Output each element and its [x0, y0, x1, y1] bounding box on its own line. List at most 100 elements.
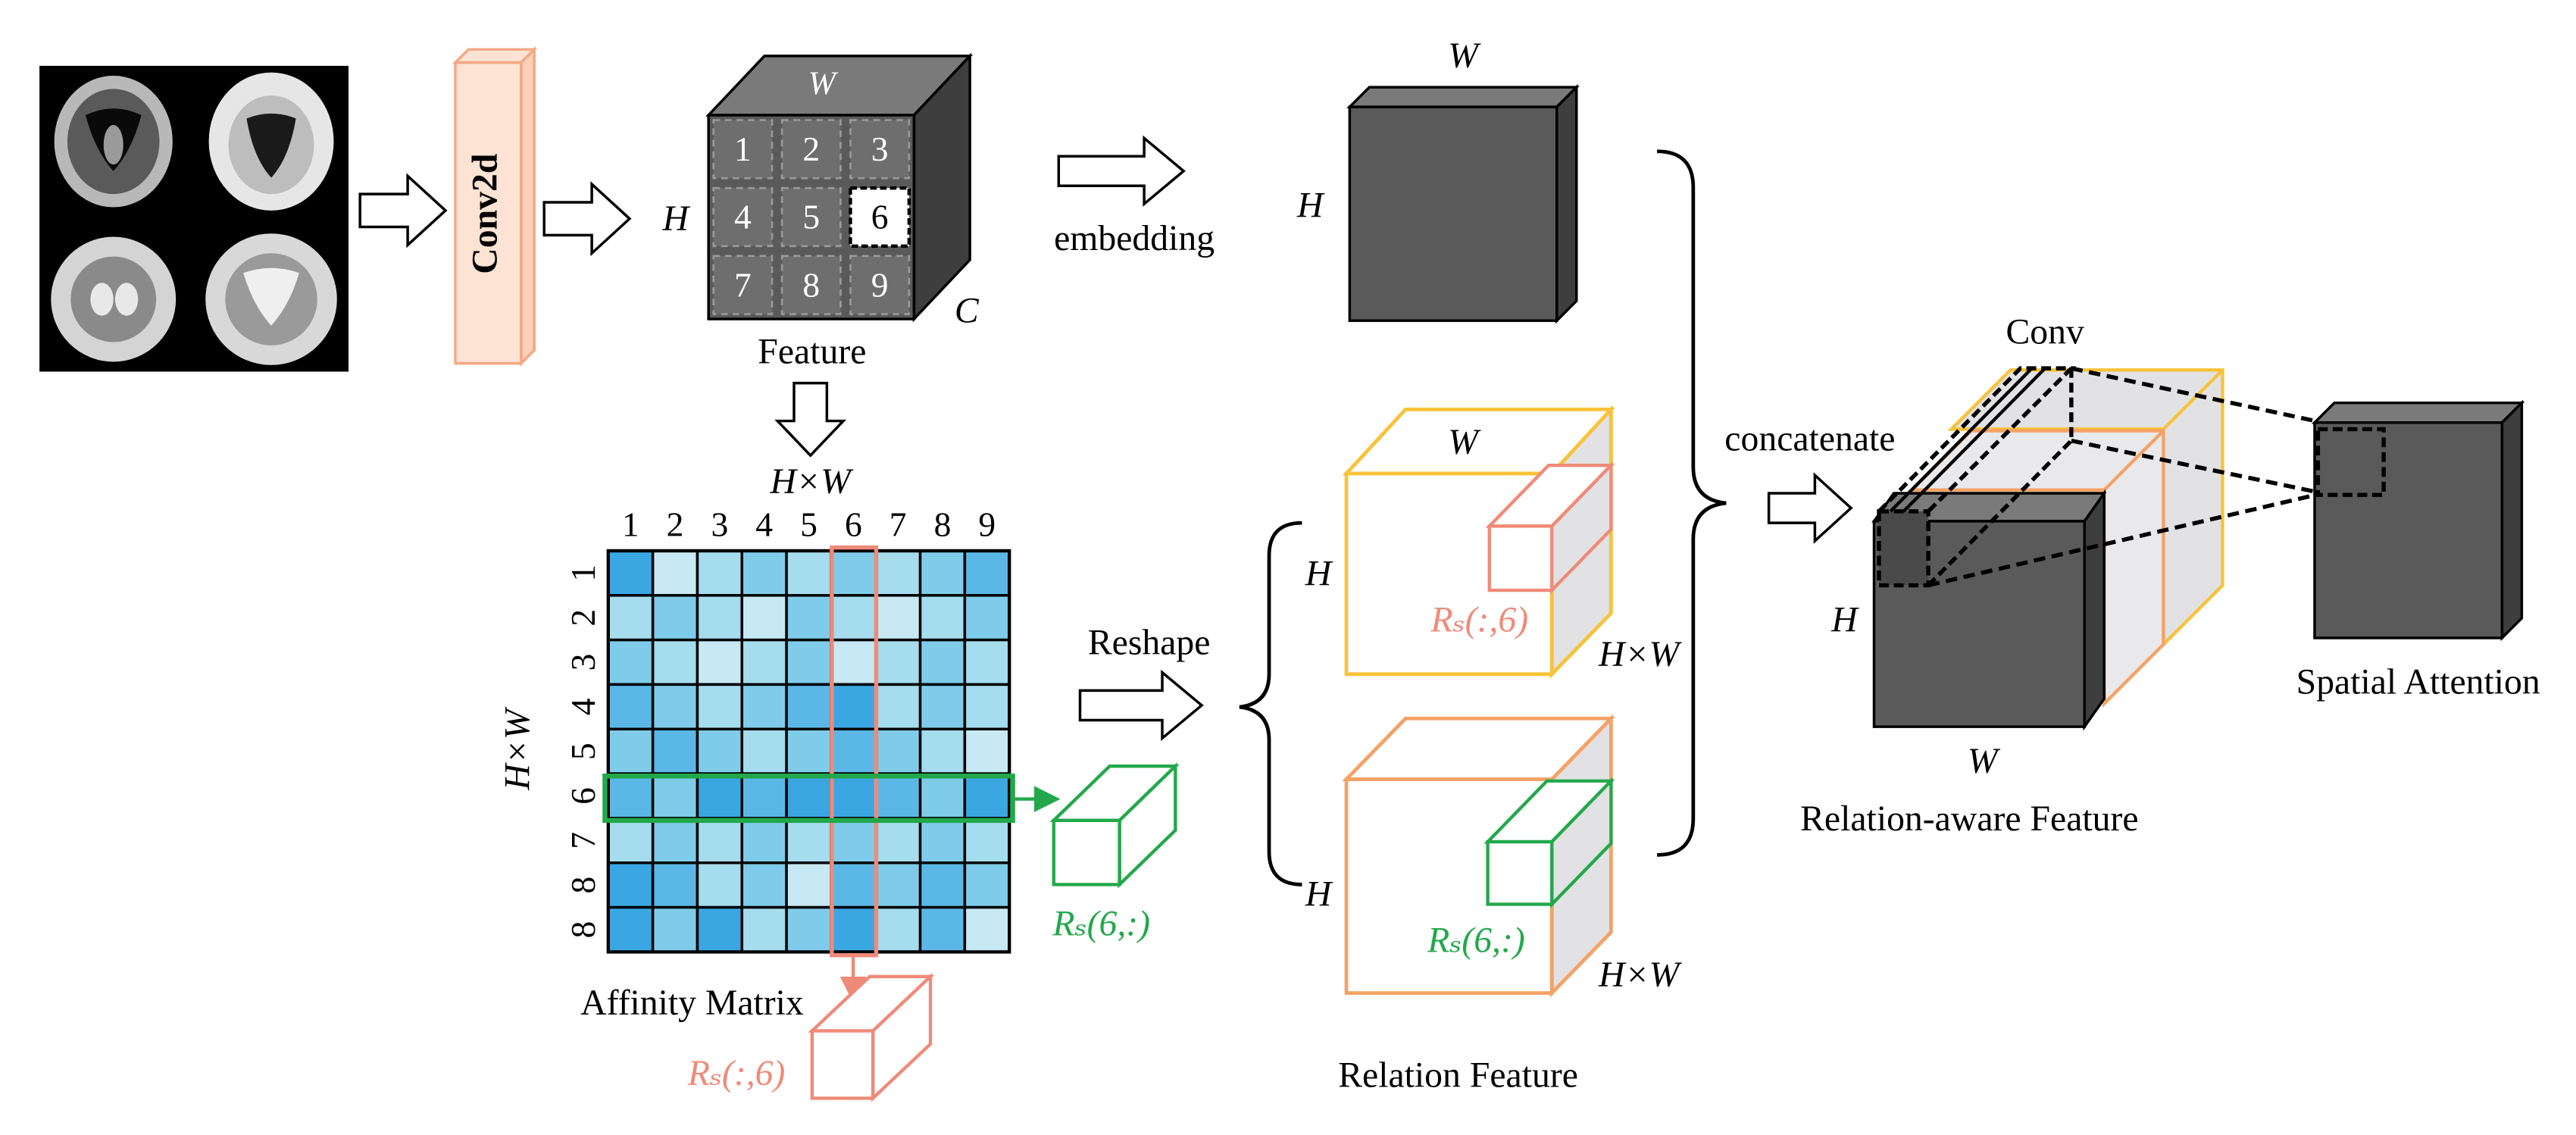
affinity-column-label: 4: [755, 505, 773, 543]
affinity-cell: [918, 772, 967, 820]
affinity-side-label: H×W: [498, 706, 538, 791]
relation-aware-caption: Relation-aware Feature: [1800, 799, 2138, 839]
affinity-cell: [607, 638, 655, 686]
affinity-row-label: 4: [564, 698, 602, 715]
affinity-column-label: 5: [800, 505, 818, 543]
affinity-cell: [696, 594, 744, 642]
feature-cell-label: 8: [802, 265, 820, 304]
affinity-cell: [785, 772, 833, 820]
affinity-column-label: 3: [711, 505, 728, 543]
affinity-cell: [918, 727, 967, 775]
affinity-cell: [740, 683, 788, 731]
affinity-caption: Affinity Matrix: [580, 983, 804, 1023]
affinity-cell: [740, 905, 788, 954]
relation-feature-top: W H H×W Rₛ(:,6): [1305, 405, 1683, 679]
affinity-cell: [963, 638, 1011, 686]
feature-depth-label: C: [955, 290, 980, 330]
affinity-cell: [874, 727, 922, 775]
mri-slice-2: [208, 72, 334, 211]
relation-feature-caption: Relation Feature: [1338, 1055, 1578, 1095]
attention-pixel: [2315, 427, 2386, 497]
feature-cell: [780, 186, 842, 248]
affinity-cell: [740, 861, 788, 909]
affinity-cell: [696, 727, 744, 775]
relation-top-depth-label: H×W: [1598, 634, 1683, 674]
affinity-cell: [607, 549, 655, 597]
affinity-cell: [874, 905, 922, 954]
feature-cell-label: 5: [802, 198, 820, 236]
column-slice-block: Rₛ(:,6): [687, 972, 935, 1102]
affinity-cell: [651, 727, 699, 775]
affinity-cell: [830, 905, 877, 954]
affinity-cell: [696, 772, 744, 820]
mri-slice-4: [205, 233, 337, 365]
affinity-cell: [651, 772, 699, 820]
feature-cell: [712, 186, 774, 248]
affinity-cell: [607, 861, 655, 909]
affinity-cell: [918, 683, 967, 731]
affinity-row-label: 5: [564, 743, 602, 760]
affinity-cell: [963, 549, 1011, 597]
affinity-cell: [918, 817, 967, 865]
affinity-cell: [874, 772, 922, 820]
affinity-cells: [607, 549, 1011, 954]
relation-bottom-depth-label: H×W: [1598, 955, 1683, 995]
affinity-column-label: 7: [889, 505, 907, 543]
relation-left-brace: [1239, 521, 1302, 886]
affinity-row-label: 6: [564, 787, 602, 805]
affinity-cell: [785, 683, 833, 731]
affinity-cell: [607, 817, 655, 865]
feature-cell-label: 9: [871, 265, 889, 304]
affinity-cell: [785, 638, 833, 686]
affinity-cell: [830, 549, 877, 597]
feature-cell-label: 2: [802, 130, 820, 168]
reshape-label: Reshape: [1088, 623, 1211, 663]
affinity-cell: [963, 594, 1011, 642]
affinity-cell: [963, 861, 1011, 909]
row-slice-block: Rₛ(6,:): [1049, 762, 1180, 944]
feature-cell-label: 1: [734, 130, 752, 168]
affinity-cell: [874, 817, 922, 865]
feature-cell: [712, 255, 774, 315]
arrow-feature-down: [774, 381, 847, 458]
relation-bottom-h-label: H: [1305, 874, 1333, 915]
affinity-cell: [918, 594, 967, 642]
brain-mri-images: [39, 65, 349, 372]
affinity-cell: [918, 638, 967, 686]
affinity-cell: [785, 817, 833, 865]
affinity-cell: [651, 683, 699, 731]
affinity-cell: [874, 549, 922, 597]
relation-top-slice-label: Rₛ(:,6): [1430, 599, 1528, 639]
spatial-attention: Spatial Attention: [2296, 399, 2540, 702]
affinity-cell: [651, 549, 699, 597]
relation-feature-bottom: H H×W Rₛ(6,:): [1305, 714, 1683, 998]
affinity-cell: [874, 683, 922, 731]
affinity-cell: [651, 905, 699, 954]
affinity-cell: [830, 772, 877, 820]
affinity-cell: [651, 861, 699, 909]
affinity-column-label: 2: [667, 505, 684, 543]
affinity-cell: [607, 594, 655, 642]
feature-cell-label: 6: [871, 198, 889, 236]
embedded-cube: W H: [1296, 36, 1580, 324]
relation-top-h-label: H: [1305, 554, 1333, 594]
conv2d-label: Conv2d: [464, 154, 505, 274]
affinity-row-label: 2: [564, 609, 602, 627]
projection-line-bottom: [2071, 438, 2324, 496]
arrow-concatenate: concatenate: [1724, 419, 1895, 544]
embedded-top-label: W: [1448, 36, 1481, 76]
affinity-cell: [740, 594, 788, 642]
arrow-embedding: embedding: [1054, 135, 1215, 258]
affinity-column-label: 8: [934, 505, 952, 543]
feature-left-label: H: [662, 199, 691, 239]
affinity-cell: [830, 817, 877, 865]
feature-caption: Feature: [758, 332, 866, 372]
mri-slice-3: [51, 236, 177, 362]
affinity-cell: [696, 861, 744, 909]
affinity-cell: [785, 905, 833, 954]
embedded-left-label: H: [1296, 186, 1325, 226]
arrow-reshape: Reshape: [1078, 623, 1211, 742]
conv-label: Conv: [2005, 312, 2084, 352]
affinity-cell: [651, 817, 699, 865]
